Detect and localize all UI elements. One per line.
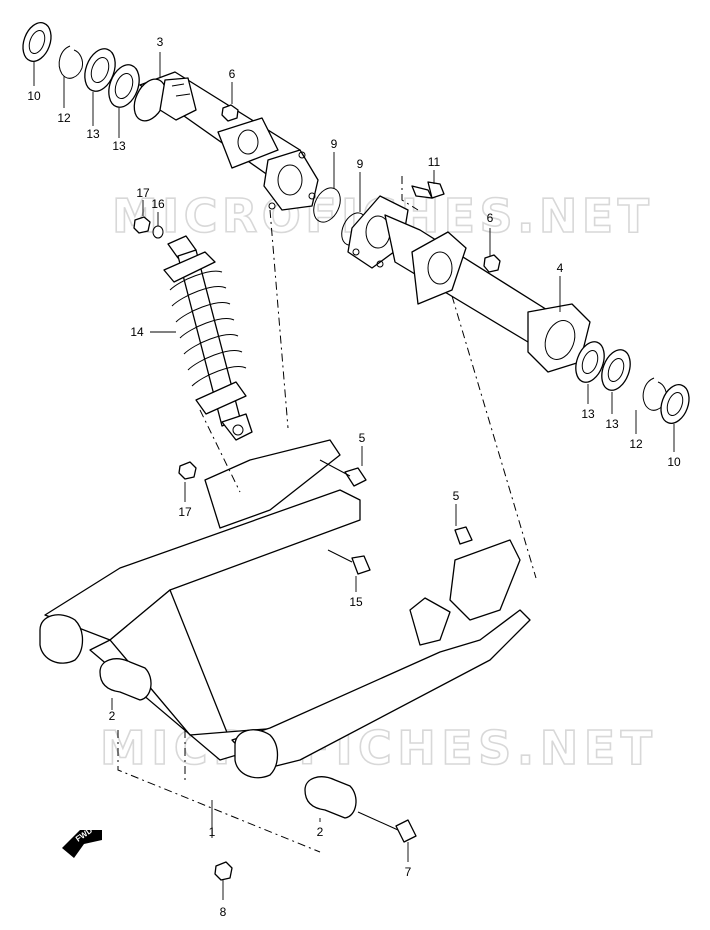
bushing-2-left <box>99 658 152 701</box>
callout-9-left-o-ring: 9 <box>331 137 338 151</box>
callout-10-right-seal: 10 <box>667 455 681 469</box>
bolt-7 <box>357 811 417 843</box>
fwd-arrow: FWD <box>62 826 102 858</box>
right-bearing-13d <box>601 349 631 391</box>
callout-5-upper-bolt: 5 <box>359 431 366 445</box>
right-nut-6 <box>483 254 501 273</box>
bolt-5-upper <box>319 459 367 487</box>
callout-2-right-bushing: 2 <box>317 825 324 839</box>
bolt-5-right <box>454 526 473 545</box>
callout-1-swingarm: 1 <box>209 825 216 839</box>
callout-3-left-pivot-shaft: 3 <box>157 35 164 49</box>
right-pivot-shaft-4 <box>347 195 591 373</box>
callout-13-left-bearing-b: 13 <box>112 139 126 153</box>
shock-absorber-14 <box>163 235 253 441</box>
callout-7-bolt: 7 <box>405 865 412 879</box>
callout-13-right-bearing-d: 13 <box>605 417 619 431</box>
upper-nut-17 <box>133 216 151 234</box>
right-circlip-12 <box>642 377 667 411</box>
left-circlip-12 <box>58 45 83 79</box>
leader-lines <box>33 52 675 900</box>
left-o-ring-9 <box>313 187 341 223</box>
bolt-15 <box>327 549 371 575</box>
callout-5-right-bolt: 5 <box>453 489 460 503</box>
callout-10-left-seal: 10 <box>27 89 41 103</box>
callout-2-left-bushing: 2 <box>109 709 116 723</box>
swingarm-1 <box>39 439 531 779</box>
callout-13-right-bearing-c: 13 <box>581 407 595 421</box>
left-seal-10 <box>22 22 52 62</box>
callout-8-nut: 8 <box>220 905 227 919</box>
bushing-2-right <box>304 776 357 819</box>
callout-14-shock-absorber: 14 <box>130 325 144 339</box>
nut-17-lower <box>178 461 197 480</box>
right-bolt-11 <box>411 181 445 199</box>
callout-11-bolt: 11 <box>428 155 441 169</box>
nut-8 <box>214 861 233 881</box>
right-bearing-13c <box>575 341 605 383</box>
callout-15-bolt: 15 <box>349 595 363 609</box>
callout-12-left-circlip: 12 <box>57 111 71 125</box>
left-pivot-shaft-3 <box>133 71 319 211</box>
callout-4-right-pivot-shaft: 4 <box>557 261 564 275</box>
left-bearing-13b <box>108 64 140 108</box>
right-seal-10 <box>660 384 690 424</box>
callout-9-right-o-ring: 9 <box>357 157 364 171</box>
callout-17-upper-nut: 17 <box>136 186 150 200</box>
callout-13-left-bearing-a: 13 <box>86 127 100 141</box>
callout-6-right-nut: 6 <box>487 211 494 225</box>
callout-6-left-nut: 6 <box>229 67 236 81</box>
callout-12-right-circlip: 12 <box>629 437 643 451</box>
left-bearing-13a <box>84 48 116 92</box>
left-nut-6 <box>221 104 239 122</box>
callout-17-lower-nut: 17 <box>178 505 192 519</box>
callout-16-washer: 16 <box>151 197 165 211</box>
